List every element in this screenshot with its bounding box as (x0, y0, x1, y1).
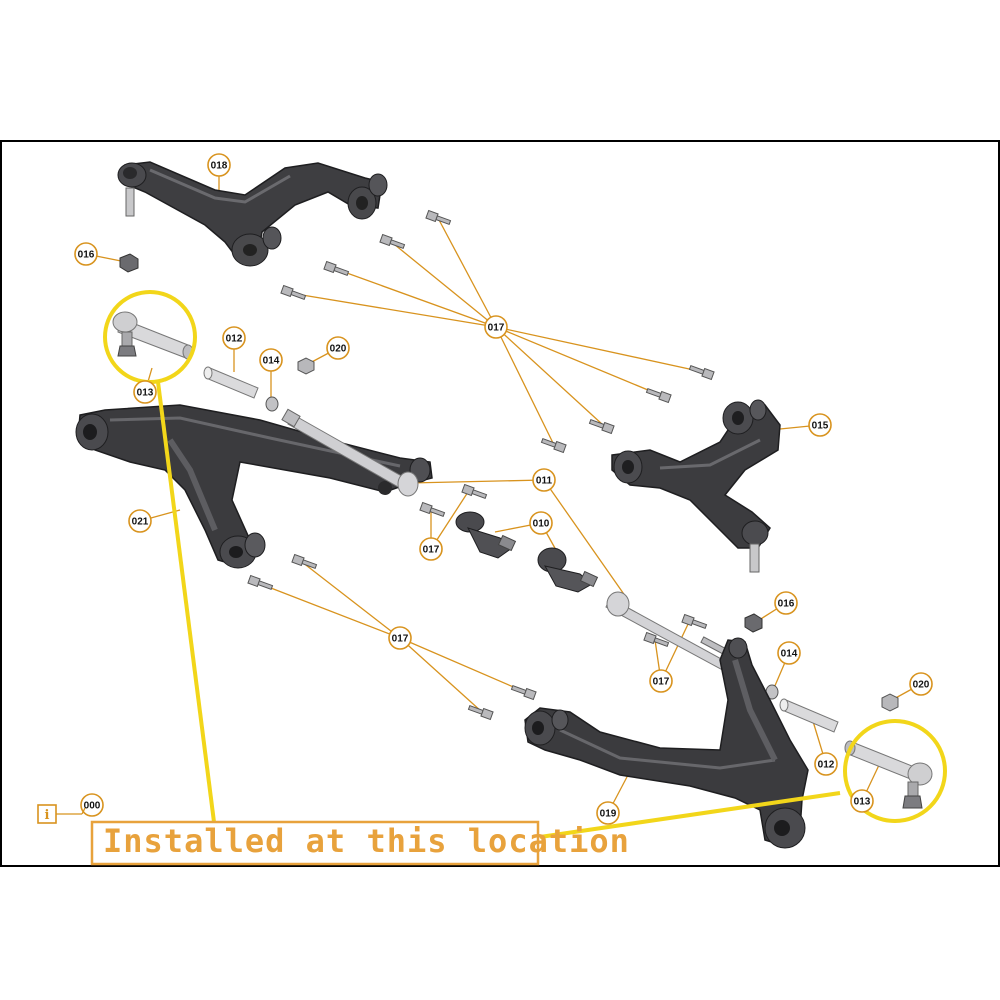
svg-text:014: 014 (781, 649, 798, 660)
callout-013-upper: 013 (133, 380, 157, 404)
callout-000: 000 (80, 793, 104, 817)
callout-014-lower: 014 (777, 641, 801, 665)
svg-text:012: 012 (226, 334, 243, 345)
callout-015: 015 (808, 413, 832, 437)
info-icon[interactable]: i (37, 804, 86, 824)
svg-text:013: 013 (137, 388, 154, 399)
nut-016-lower (744, 613, 763, 633)
svg-text:000: 000 (84, 801, 101, 812)
nut-016-upper (119, 253, 139, 273)
leader-lines (85, 165, 922, 814)
diagram-frame (0, 140, 1000, 867)
highlight-markers (103, 290, 947, 839)
callout-010: 010 (529, 511, 553, 535)
svg-text:016: 016 (778, 599, 795, 610)
callout-017-lower-hub: 017 (388, 626, 412, 650)
svg-text:017: 017 (423, 545, 440, 556)
svg-text:012: 012 (818, 760, 835, 771)
highlight-circle-lower-right (843, 719, 947, 823)
svg-text:Installed at this location: Installed at this location (103, 822, 630, 860)
nut-020-lower (881, 693, 899, 712)
ball-joint-010-upper (455, 511, 517, 559)
svg-text:i: i (45, 808, 50, 823)
svg-text:014: 014 (263, 356, 280, 367)
svg-text:017: 017 (392, 634, 409, 645)
callout-017-middle: 017 (419, 537, 443, 561)
callouts: 018 016 013 012 014 020 017 015 011 021 … (74, 153, 933, 825)
callout-019: 019 (596, 801, 620, 825)
svg-text:018: 018 (211, 161, 228, 172)
sleeve-012-upper (203, 366, 259, 399)
svg-text:020: 020 (913, 680, 930, 691)
callout-011: 011 (532, 468, 556, 492)
highlight-pointer-right (539, 791, 841, 839)
lower-control-arm-019 (524, 637, 809, 849)
callout-012-upper: 012 (222, 326, 246, 350)
callout-017-upper-hub: 017 (484, 315, 508, 339)
svg-text:016: 016 (78, 250, 95, 261)
svg-text:020: 020 (330, 344, 347, 355)
callout-020-lower: 020 (909, 672, 933, 696)
highlight-pointer-left (156, 381, 216, 823)
washer-014-upper (265, 396, 279, 412)
callout-012-lower: 012 (814, 752, 838, 776)
nut-020-upper (297, 357, 315, 375)
tie-rod-end-013-left (112, 311, 194, 360)
upper-control-arm-015 (611, 399, 781, 573)
callout-016-lower: 016 (774, 591, 798, 615)
svg-text:015: 015 (812, 421, 829, 432)
callout-018: 018 (207, 153, 231, 177)
svg-text:010: 010 (533, 519, 550, 530)
callout-016-upper: 016 (74, 242, 98, 266)
upper-control-arm-018 (117, 161, 388, 267)
tie-rod-011-upper (281, 408, 419, 497)
install-location-label: Installed at this location (90, 820, 630, 866)
ball-joint-010-lower (537, 547, 599, 593)
svg-text:017: 017 (653, 677, 670, 688)
sleeve-012-lower (779, 698, 839, 733)
svg-text:017: 017 (488, 323, 505, 334)
svg-text:019: 019 (600, 809, 617, 820)
callout-014-upper: 014 (259, 348, 283, 372)
callout-017-right: 017 (649, 669, 673, 693)
callout-020-upper: 020 (326, 336, 350, 360)
svg-text:021: 021 (132, 517, 149, 528)
callout-021: 021 (128, 509, 152, 533)
bolts-017 (247, 209, 715, 721)
lower-control-arm-021 (75, 404, 433, 569)
callout-013-lower: 013 (850, 789, 874, 813)
svg-text:013: 013 (854, 797, 871, 808)
svg-text:011: 011 (536, 476, 553, 487)
